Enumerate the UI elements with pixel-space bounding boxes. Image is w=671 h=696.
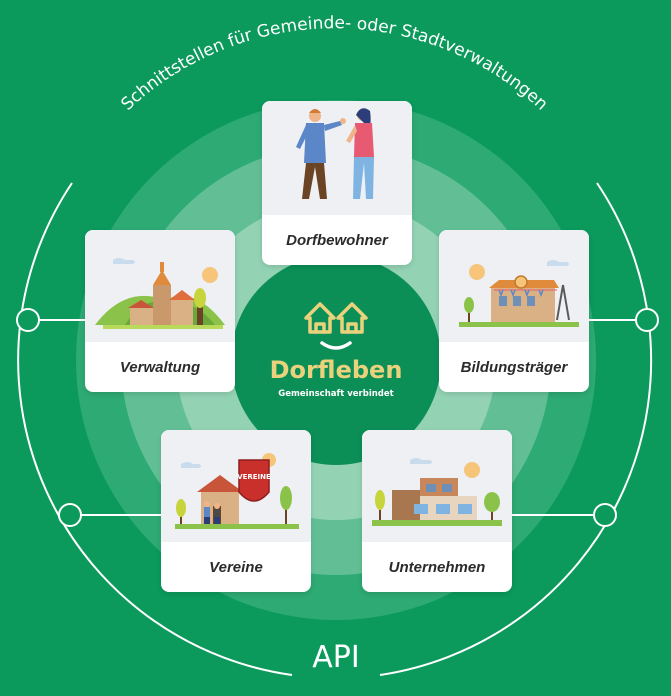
- shield-label: VEREINE: [237, 473, 271, 481]
- school-illustration: [439, 230, 589, 342]
- card-label-verwaltung: Verwaltung: [119, 358, 201, 376]
- card-label-vereine: Vereine: [209, 558, 263, 576]
- town-hall-illustration: [85, 230, 235, 342]
- brand-tagline: Gemeinschaft verbindet: [278, 389, 394, 399]
- api-label: API: [312, 640, 360, 675]
- brand-name: Dorfleben: [269, 356, 403, 384]
- center-circle: [231, 255, 441, 465]
- companies-illustration: [362, 430, 512, 542]
- dorfleben-logo-icon: [304, 302, 368, 350]
- node-right: [635, 308, 659, 332]
- node-left: [16, 308, 40, 332]
- card-unternehmen: Unternehmen: [362, 430, 512, 592]
- card-bildungstraeger: Bildungsträger: [439, 230, 589, 392]
- card-dorfbewohner: Dorfbewohner: [262, 101, 412, 265]
- card-verwaltung: Verwaltung: [85, 230, 235, 392]
- arc-title: Schnittstellen für Gemeinde- oder Stadtv…: [117, 13, 551, 114]
- card-label-bildungstraeger: Bildungsträger: [460, 358, 568, 376]
- node-lower-left: [58, 503, 82, 527]
- api-ring-right: [379, 182, 653, 676]
- clubs-illustration: VEREINE: [161, 430, 311, 542]
- node-lower-right: [593, 503, 617, 527]
- card-label-dorfbewohner: Dorfbewohner: [286, 231, 388, 249]
- villagers-illustration: [262, 101, 412, 215]
- card-label-unternehmen: Unternehmen: [388, 558, 486, 576]
- api-ring-left: [17, 182, 293, 676]
- card-vereine: VEREINE Vereine: [161, 430, 311, 592]
